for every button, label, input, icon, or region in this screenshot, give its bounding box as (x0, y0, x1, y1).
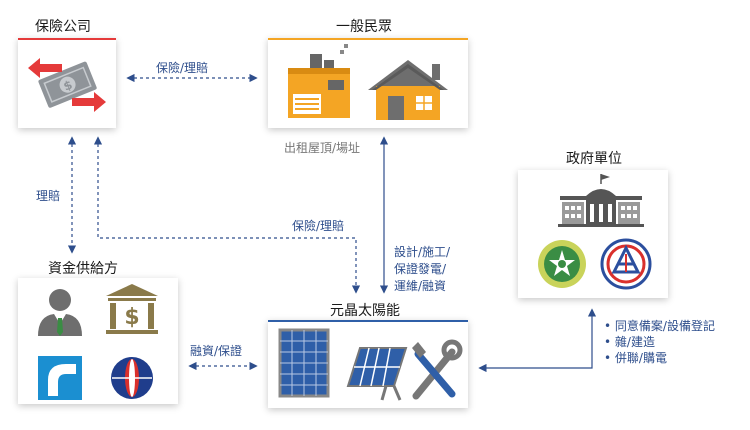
businessman-icon (38, 289, 82, 336)
tools-icon (412, 339, 463, 400)
solar-array-icon (346, 347, 408, 401)
arrow-solar-government (478, 308, 597, 373)
bank-logo-icon (111, 357, 153, 399)
government-item: 雜/建造 (604, 334, 715, 350)
government-item: 併聯/購電 (604, 350, 715, 366)
government-building-icon (558, 174, 644, 227)
taipower-logo-icon (600, 238, 652, 290)
svg-text:$: $ (124, 305, 139, 330)
factory-icon (288, 44, 350, 118)
solar-card (268, 320, 468, 408)
public-card (268, 38, 468, 128)
government-card (518, 170, 668, 298)
label-design-line-1: 設計/施工/ (394, 245, 451, 259)
label-design-line-2: 保證發電/ (394, 262, 447, 276)
insurance-card: $ (18, 38, 116, 128)
money-transfer-icon: $ (28, 58, 106, 112)
label-rent-roof: 出租屋頂/場址 (284, 141, 361, 155)
bureau-of-energy-seal-icon (538, 240, 586, 288)
solar-panel-icon (278, 328, 330, 398)
arrow-insurance-solar (93, 136, 361, 294)
government-items-list: 同意備案/設備登記 雜/建造 併聯/購電 (604, 318, 715, 366)
label-finance: 融資/保證 (190, 344, 243, 358)
public-title: 一般民眾 (336, 19, 392, 35)
finance-logo-icon (38, 356, 82, 400)
house-icon (368, 60, 448, 120)
government-title: 政府單位 (566, 151, 622, 167)
label-design-line-3: 運維/融資 (394, 279, 447, 293)
government-item: 同意備案/設備登記 (604, 318, 715, 334)
funder-card: $ (18, 278, 178, 404)
label-claims: 理賠 (36, 189, 61, 203)
label-insurance-public: 保險/理賠 (156, 61, 209, 75)
label-insurance-solar: 保險/理賠 (292, 219, 345, 233)
insurance-title: 保險公司 (35, 19, 91, 35)
solar-title: 元晶太陽能 (330, 303, 400, 319)
